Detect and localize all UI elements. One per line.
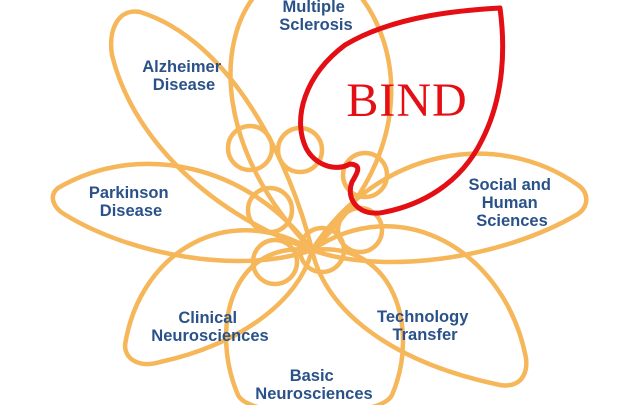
inner-loop bbox=[245, 185, 295, 235]
label-alzheimer-disease: Alzheimer Disease bbox=[142, 58, 225, 94]
inner-loop bbox=[340, 150, 390, 200]
label-parkinson-disease: Parkinson Disease bbox=[89, 184, 173, 220]
inner-loop bbox=[297, 225, 347, 275]
petal-labels: Multiple Sclerosis Alzheimer Disease Par… bbox=[89, 0, 555, 403]
inner-loop bbox=[250, 237, 300, 287]
inner-loop bbox=[225, 123, 275, 173]
petal-multiple-sclerosis[interactable] bbox=[228, 0, 394, 253]
label-multiple-sclerosis: Multiple Sclerosis bbox=[279, 0, 352, 34]
petal-social-and-human-sciences[interactable] bbox=[309, 151, 589, 265]
petal-clinical-neurosciences[interactable] bbox=[122, 228, 315, 367]
petal-basic-neurosciences[interactable] bbox=[223, 247, 406, 405]
label-social-and-human-sciences: Social and Human Sciences bbox=[468, 176, 555, 230]
bind-petal-outline[interactable] bbox=[298, 5, 506, 216]
label-clinical-neurosciences: Clinical Neurosciences bbox=[151, 309, 268, 345]
label-technology-transfer: Technology Transfer bbox=[377, 308, 473, 344]
petal-parkinson-disease[interactable] bbox=[50, 161, 315, 264]
bind-center-label: BIND bbox=[346, 74, 467, 127]
label-basic-neurosciences: Basic Neurosciences bbox=[255, 367, 372, 403]
petal-technology-transfer[interactable] bbox=[309, 224, 529, 388]
